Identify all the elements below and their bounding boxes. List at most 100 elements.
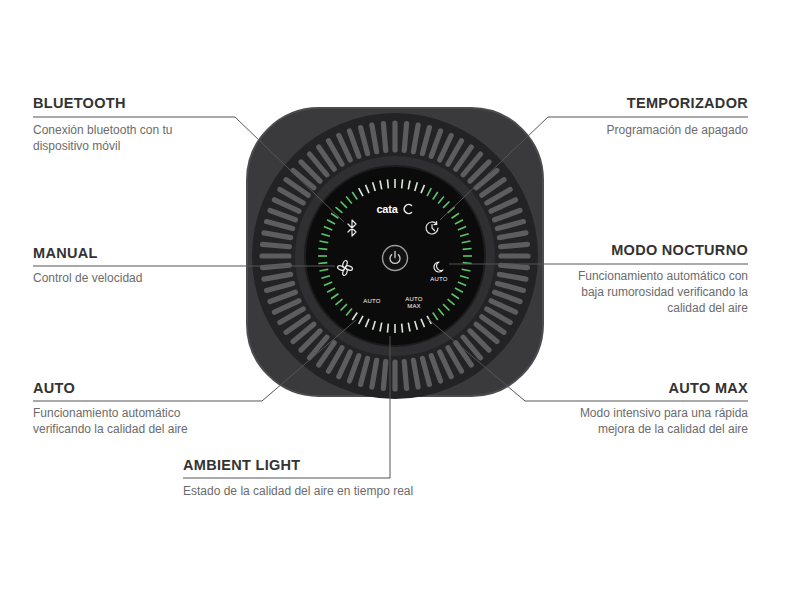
light-tick xyxy=(324,227,332,230)
grill-slot xyxy=(495,292,520,301)
grill-slots xyxy=(262,123,528,389)
light-tick xyxy=(373,321,376,330)
light-tick xyxy=(460,234,469,237)
grill-slot xyxy=(413,360,418,387)
feature-title: BLUETOOTH xyxy=(33,95,126,112)
grill-slot xyxy=(404,124,406,151)
grill-slot xyxy=(263,244,290,246)
light-tick xyxy=(415,321,418,330)
grill-slot xyxy=(392,362,397,389)
grill-slot xyxy=(339,352,350,376)
feature-title: MODO NOCTURNO xyxy=(611,242,748,259)
logo-mark xyxy=(404,205,411,214)
grill-slot xyxy=(440,135,451,159)
grill-slot xyxy=(361,128,368,154)
grill-slot xyxy=(499,233,526,238)
light-tick xyxy=(380,180,382,189)
timer-icon xyxy=(426,222,438,234)
grill-slot xyxy=(392,123,397,150)
grill-ring xyxy=(252,113,538,399)
grill-slot xyxy=(329,141,343,164)
light-tick xyxy=(452,294,459,299)
grill-slot xyxy=(422,358,429,384)
light-tick xyxy=(327,288,335,292)
light-tick xyxy=(394,179,396,188)
light-tick xyxy=(401,179,403,188)
grill-slot xyxy=(270,211,295,220)
light-tick xyxy=(341,202,347,208)
grill-slot xyxy=(491,301,515,312)
feature-title: AUTO MAX xyxy=(669,380,748,397)
feature-description: Modo intensivo para una rápida mejora de… xyxy=(560,405,748,437)
light-tick xyxy=(359,316,363,324)
light-tick xyxy=(421,185,424,193)
light-tick xyxy=(438,309,444,316)
grill-slot xyxy=(440,352,451,376)
grill-slot xyxy=(499,274,526,279)
light-tick xyxy=(394,324,396,333)
light-tick xyxy=(462,241,471,243)
light-tick xyxy=(319,269,328,271)
light-tick xyxy=(408,180,410,189)
grill-slot xyxy=(267,222,293,229)
light-tick xyxy=(346,309,352,316)
light-tick xyxy=(318,262,327,264)
light-tick xyxy=(352,313,357,320)
light-tick xyxy=(324,282,332,285)
light-tick xyxy=(462,269,471,271)
grill-slot xyxy=(413,125,418,152)
feature-description: Programación de apagado xyxy=(607,122,748,138)
grill-slot xyxy=(501,244,528,246)
light-tick xyxy=(427,188,431,196)
grill-slot xyxy=(501,265,528,267)
grill-slot xyxy=(422,128,429,154)
grill-slot xyxy=(262,253,289,258)
grill-slot xyxy=(361,358,368,384)
light-tick xyxy=(331,294,338,299)
grill-slot xyxy=(501,253,528,258)
grill-slot xyxy=(270,292,295,301)
grill-slot xyxy=(350,131,359,156)
light-tick xyxy=(443,304,449,310)
grill-slot xyxy=(274,200,298,211)
light-tick xyxy=(448,299,455,305)
grill-slot xyxy=(350,356,359,381)
light-tick xyxy=(463,248,472,250)
fan-icon xyxy=(337,260,353,276)
light-tick xyxy=(321,234,330,237)
feature-title: AMBIENT LIGHT xyxy=(183,457,300,474)
panel-text: AUTO xyxy=(363,298,380,305)
control-panel xyxy=(305,166,485,346)
light-tick xyxy=(318,255,327,257)
grill-slot xyxy=(372,360,377,387)
feature-description: Control de velocidad xyxy=(33,270,142,286)
light-tick xyxy=(458,282,466,285)
grill-slot xyxy=(431,356,440,381)
feature-description: Conexión bluetooth con tu dispositivo mó… xyxy=(33,122,193,154)
panel-rim xyxy=(295,156,495,356)
feature-description: Funcionamiento automático verificando la… xyxy=(33,405,211,437)
light-tick xyxy=(387,324,389,333)
light-tick xyxy=(341,304,347,310)
light-tick xyxy=(346,196,352,203)
light-tick xyxy=(421,319,424,327)
night-icon xyxy=(434,262,443,272)
grill-slot xyxy=(264,274,291,279)
light-tick xyxy=(352,192,357,199)
feature-description: Funcionamiento automático con baja rumor… xyxy=(566,268,748,316)
light-tick xyxy=(366,185,369,193)
light-tick xyxy=(438,196,444,203)
feature-title: TEMPORIZADOR xyxy=(627,95,748,112)
feature-title: MANUAL xyxy=(33,245,98,262)
ambient-light-ring xyxy=(318,179,472,333)
light-tick xyxy=(463,255,472,257)
light-tick xyxy=(335,299,342,305)
light-tick xyxy=(321,276,330,279)
light-tick xyxy=(335,207,342,213)
light-tick xyxy=(455,288,463,292)
light-tick xyxy=(401,324,403,333)
grill-slot xyxy=(383,124,385,151)
light-tick xyxy=(452,213,459,218)
brand-logo: cata xyxy=(376,203,397,215)
